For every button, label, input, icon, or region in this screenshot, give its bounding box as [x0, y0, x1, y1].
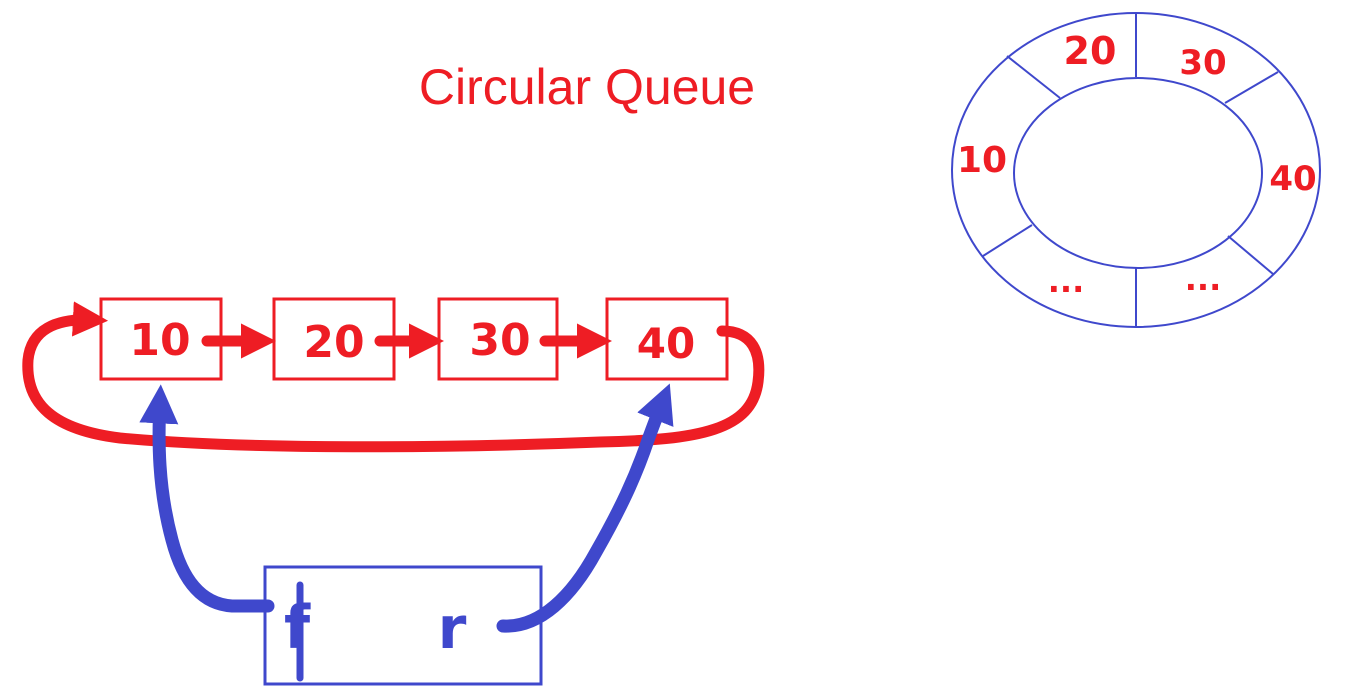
ring-slot-value: 10: [957, 140, 1007, 181]
ring-slot-value: 40: [1269, 159, 1316, 199]
list-node-40: 40: [605, 297, 729, 381]
page-title: Circular Queue: [419, 59, 755, 115]
wraparound-arrow: [22, 301, 765, 453]
ring-slot-value: 20: [1064, 29, 1117, 73]
ring-divider: [1224, 71, 1279, 104]
rear-pointer-label: r: [438, 594, 467, 662]
ring-slot-value: ...: [1048, 262, 1084, 300]
list-node-value: 40: [637, 319, 695, 368]
ring-divider: [982, 224, 1033, 257]
list-node-value: 30: [469, 315, 530, 366]
list-node-value: 10: [129, 315, 190, 366]
list-node-30: 30: [437, 297, 559, 381]
ring-slot-value: ...: [1185, 260, 1221, 298]
pointer-box: f r: [139, 383, 674, 686]
list-node-10: 10: [99, 297, 223, 381]
circular-ring: 10 20 30 40 ... ...: [951, 12, 1321, 328]
ring-divider: [1227, 235, 1274, 275]
list-node-value: 20: [303, 317, 364, 368]
front-pointer-arrow: [139, 384, 275, 613]
ring-divider: [1006, 55, 1061, 99]
linked-list: 10 20 30 40: [22, 297, 765, 453]
rear-pointer-arrow: [496, 383, 674, 633]
ring-inner: [1013, 77, 1263, 269]
ring-slot-value: 30: [1179, 43, 1226, 83]
